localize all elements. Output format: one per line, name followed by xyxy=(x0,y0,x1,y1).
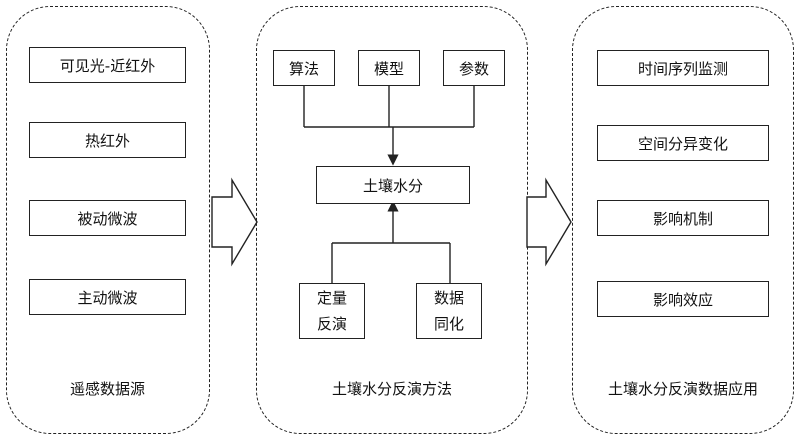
source-visible-nir: 可见光-近红外 xyxy=(29,47,186,83)
method-parameter: 参数 xyxy=(443,50,505,86)
data-source-panel xyxy=(6,6,210,434)
top-connector xyxy=(303,86,475,166)
app-mechanism: 影响机制 xyxy=(597,200,769,236)
bottom-connector xyxy=(331,200,451,283)
method-model: 模型 xyxy=(358,50,420,86)
data-assimilation: 数据 同化 xyxy=(416,283,482,339)
data-assimilation-line1: 数据 xyxy=(433,289,464,307)
source-thermal-ir: 热红外 xyxy=(29,122,186,158)
data-assimilation-line2: 同化 xyxy=(433,315,464,333)
method-algorithm: 算法 xyxy=(273,50,335,86)
application-caption: 土壤水分反演数据应用 xyxy=(607,380,758,398)
method-caption: 土壤水分反演方法 xyxy=(331,380,452,398)
arrow-right-2 xyxy=(526,177,572,267)
source-active-microwave: 主动微波 xyxy=(29,279,186,315)
quantitative-inversion: 定量 反演 xyxy=(299,283,365,339)
application-panel xyxy=(572,6,794,434)
quantitative-inversion-line1: 定量 xyxy=(316,289,347,307)
quantitative-inversion-line2: 反演 xyxy=(316,315,347,333)
arrow-right-1 xyxy=(211,177,258,267)
app-spatial-variation: 空间分异变化 xyxy=(597,125,769,161)
app-effect: 影响效应 xyxy=(597,281,769,317)
data-source-caption: 遥感数据源 xyxy=(69,380,145,398)
soil-moisture-center: 土壤水分 xyxy=(316,166,470,204)
source-passive-microwave: 被动微波 xyxy=(29,200,186,236)
app-time-series: 时间序列监测 xyxy=(597,50,769,86)
